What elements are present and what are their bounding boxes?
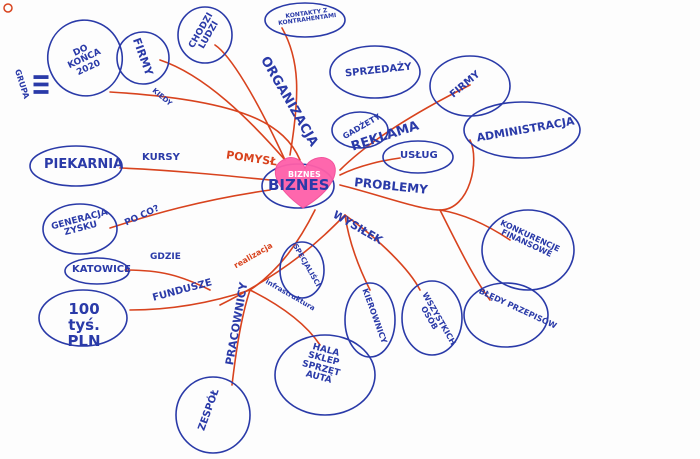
center-label: BIZNES [268, 176, 330, 194]
branch-line [159, 59, 286, 161]
branch-line [124, 269, 211, 291]
branch-line [344, 214, 421, 291]
branch-line [109, 189, 271, 229]
bubble-firmy-right [429, 55, 511, 117]
bubble-konkurencja [481, 209, 575, 291]
kursy-label: Kursy [142, 152, 180, 163]
bubble-chodzi-ludzi [177, 6, 233, 64]
corner-mark [3, 3, 13, 13]
heart-sticky-note [274, 157, 336, 209]
branch-line [281, 27, 298, 156]
branch-line [214, 44, 286, 161]
branch-line [249, 289, 321, 346]
bubble-piekarnia [29, 145, 123, 187]
branch-line [339, 84, 471, 171]
branch-line [344, 214, 371, 291]
kwota-label: 100 tyś. PLN [67, 300, 101, 350]
branch-line [439, 209, 511, 241]
bubble-firmy-left [116, 31, 170, 85]
uslug-label: Usług [400, 150, 438, 161]
gdzie-label: Gdzie [150, 252, 181, 262]
bubble-gadzety [331, 111, 389, 149]
bubble-bledy [463, 282, 549, 348]
branch-line [439, 209, 491, 301]
branch-line [339, 157, 401, 176]
bubble-generacja [42, 203, 118, 255]
bubble-uslug [382, 140, 454, 174]
branch-line [231, 289, 251, 386]
branch-line [109, 91, 301, 161]
bubble-hala [274, 334, 376, 416]
bubble-do-konca [47, 19, 123, 97]
bubble-administracja [463, 101, 581, 159]
bubble-kontakty [264, 2, 346, 38]
bubble-katowice [64, 257, 130, 285]
bubble-zespol [175, 376, 251, 454]
branch-line [119, 167, 271, 181]
heart-text: Biznes [288, 170, 321, 179]
bubble-kwota [38, 289, 128, 347]
bubble-wszystkich [401, 280, 463, 356]
piekarnia-label: Piekarnia [44, 157, 124, 172]
bubble-specjalisci [279, 241, 325, 299]
katowice-label: Katowice [72, 264, 131, 275]
bubble-sprzedaz [329, 45, 421, 99]
grupa-number: III [28, 73, 53, 96]
